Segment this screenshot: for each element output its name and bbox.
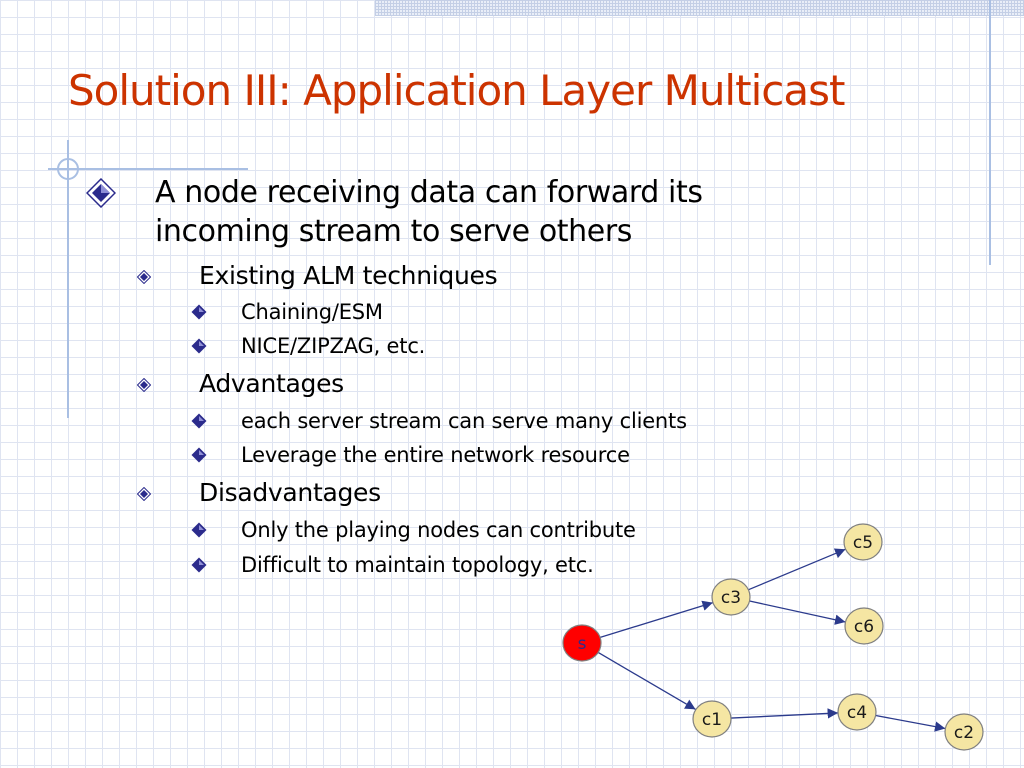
node-label: c2 [954, 723, 974, 743]
node-c4: c4 [837, 693, 877, 731]
node-circle [944, 713, 984, 751]
decorative-horizontal-line [48, 168, 248, 170]
node-circle [692, 700, 732, 738]
diamond-bullet-icon [191, 413, 207, 429]
slide-title: Solution III: Application Layer Multicas… [68, 66, 845, 115]
node-c1: c1 [692, 700, 732, 738]
bullet-level3-text: each server stream can serve many client… [241, 409, 687, 433]
node-circle [837, 693, 877, 731]
node-label: c4 [847, 703, 867, 723]
node-s: s [562, 624, 602, 662]
bullet-level3-text: Only the playing nodes can contribute [241, 518, 636, 542]
node-circle [844, 607, 884, 645]
edge-s-to-c3 [599, 600, 714, 639]
node-label: c6 [854, 617, 874, 637]
edge-c3-to-c6 [749, 600, 846, 625]
node-circle [711, 578, 751, 616]
diamond-bullet-icon [191, 447, 207, 463]
node-c2: c2 [944, 713, 984, 751]
diamond-bullet-icon [137, 487, 151, 501]
diamond-bullet-icon [191, 304, 207, 320]
node-label: c3 [721, 588, 741, 608]
diamond-bullet-icon [86, 178, 116, 208]
node-c3: c3 [711, 578, 751, 616]
bullet-level3-text: Difficult to maintain topology, etc. [241, 553, 594, 577]
node-label: c5 [853, 533, 873, 553]
header-pattern-band [375, 0, 1024, 16]
decorative-vertical-line [67, 140, 69, 418]
bullet-level1-line: incoming stream to serve others [155, 214, 632, 249]
diamond-bullet-icon [191, 557, 207, 573]
node-c6: c6 [844, 607, 884, 645]
bullet-level2-text: Existing ALM techniques [199, 261, 498, 290]
diamond-bullet-icon [137, 270, 151, 284]
node-c5: c5 [843, 523, 883, 561]
node-label: c1 [702, 710, 722, 730]
decorative-vertical-line [989, 0, 991, 265]
node-circle [843, 523, 883, 561]
edge-c1-to-c4 [730, 708, 839, 719]
bullet-level1-line: A node receiving data can forward its [155, 175, 703, 210]
diamond-bullet-icon [191, 522, 207, 538]
decorative-circle [57, 158, 79, 180]
diamond-bullet-icon [191, 338, 207, 354]
node-circle [562, 624, 602, 662]
bullet-level3-text: Chaining/ESM [241, 300, 383, 324]
edge-c4-to-c2 [875, 714, 946, 732]
diamond-bullet-icon [137, 378, 151, 392]
edge-s-to-c1 [598, 652, 696, 710]
bullet-level3-text: NICE/ZIPZAG, etc. [241, 334, 426, 358]
edge-c3-to-c5 [748, 548, 846, 591]
bullet-level3-text: Leverage the entire network resource [241, 443, 630, 467]
node-label: s [578, 634, 587, 654]
bullet-level2-text: Advantages [199, 369, 344, 398]
bullet-level2-text: Disadvantages [199, 478, 381, 507]
